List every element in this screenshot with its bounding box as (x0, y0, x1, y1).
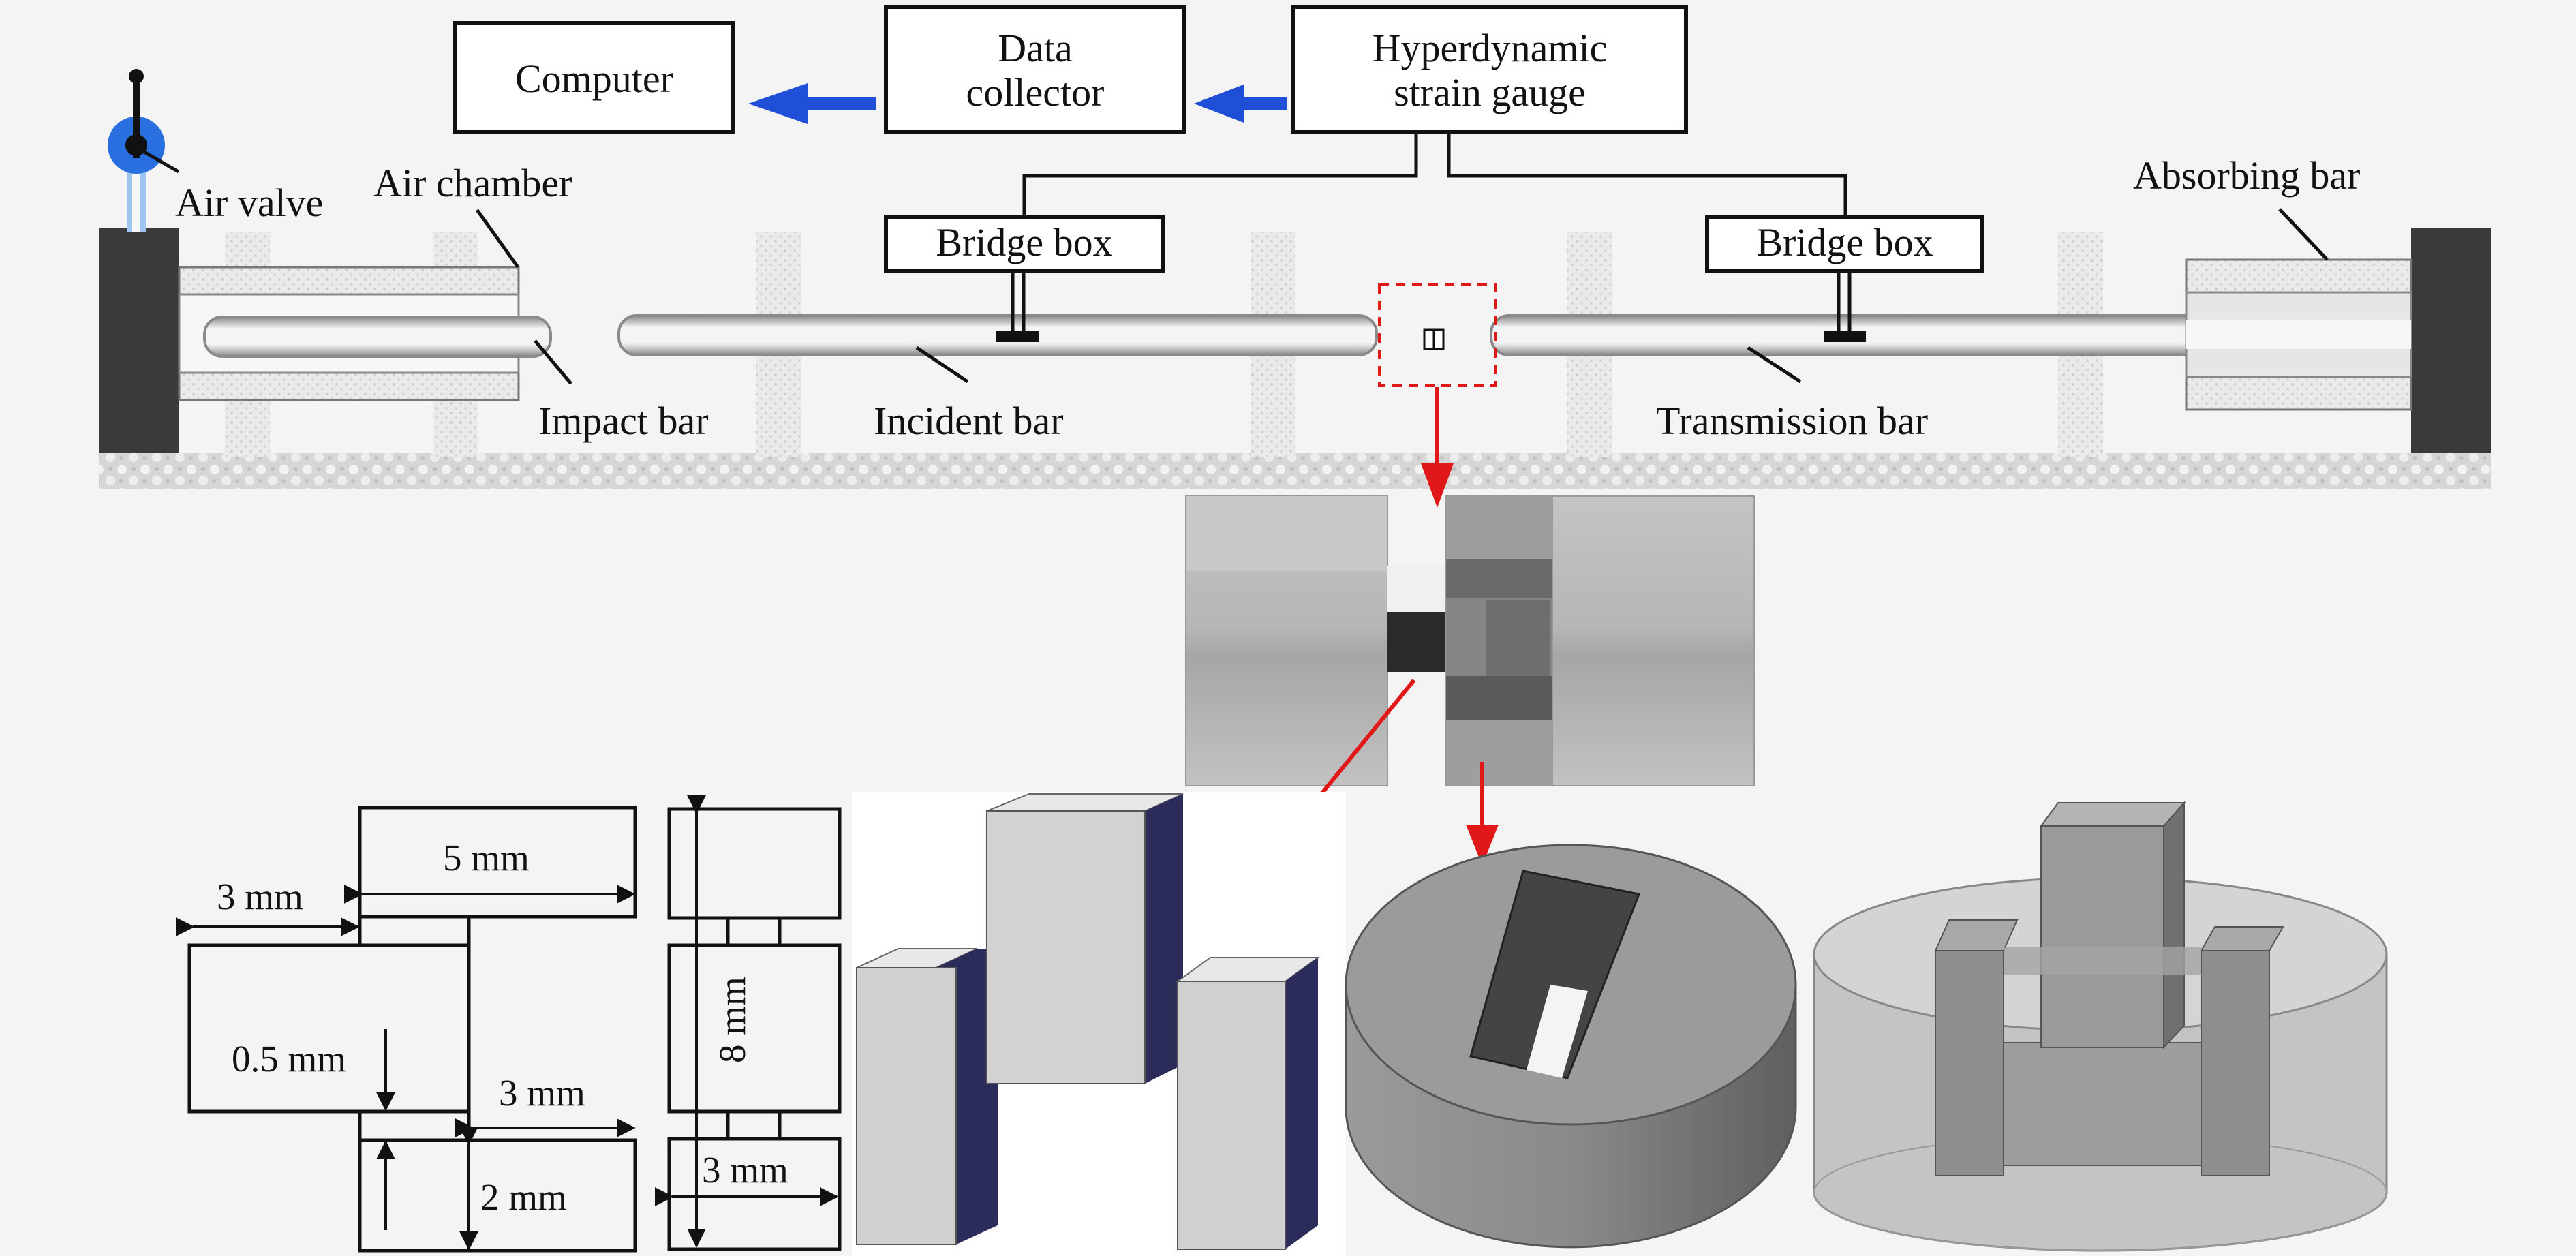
dim-3mm-top: 3 mm (217, 876, 303, 917)
specimen-highlight (1378, 283, 1497, 387)
impact-bar (203, 316, 552, 358)
specimen-drawing-side (667, 807, 842, 1251)
transmission-bar-label: Transmission bar (1656, 399, 1928, 443)
left-frame (99, 228, 179, 453)
absorbing-bar (2185, 258, 2412, 411)
data-collector-label-1: Data (998, 26, 1073, 70)
bridge-box-right: Bridge box (1705, 215, 1984, 342)
blue-arrow-icons (748, 83, 1287, 124)
incident-bar-label: Incident bar (874, 399, 1064, 443)
dim-0-5mm: 0.5 mm (232, 1038, 346, 1079)
strain-gauge-label-2: strain gauge (1394, 70, 1586, 114)
impact-bar-label: Impact bar (538, 399, 709, 443)
strain-gauge-box: Hyperdynamic strain gauge (1291, 5, 1688, 134)
data-collector-box: Data collector (884, 5, 1186, 134)
bridge-box-right-label: Bridge box (1756, 220, 1933, 264)
red-arrow-down-icon (1421, 387, 1454, 508)
strain-gauge-label-1: Hyperdynamic (1373, 26, 1608, 70)
assembly-3d (1813, 801, 2388, 1252)
specimen-3d-parts (852, 792, 1346, 1256)
dimension-lines-side (654, 795, 839, 1248)
dim-3mm-bottom: 3 mm (702, 1149, 788, 1191)
right-frame (2411, 228, 2491, 453)
data-collector-label-2: collector (966, 70, 1105, 114)
specimen-drawing-front (187, 806, 637, 1253)
dim-3mm-right: 3 mm (499, 1072, 585, 1114)
air-valve-label: Air valve (175, 181, 323, 225)
absorbing-bar-label: Absorbing bar (2133, 153, 2360, 198)
transmission-bar (1490, 314, 2276, 356)
computer-box: Computer (453, 21, 735, 134)
dim-2mm: 2 mm (480, 1176, 567, 1218)
base-rail (99, 453, 2491, 489)
dim-5mm: 5 mm (443, 837, 530, 878)
dim-8mm: 8 mm (711, 977, 753, 1063)
red-arrow-center-icon (1466, 762, 1499, 866)
gauge-wiring (1022, 132, 1847, 217)
cylinder-holder (1345, 844, 1797, 1249)
dimension-lines-front (175, 885, 636, 1251)
bridge-box-left-label: Bridge box (936, 220, 1112, 264)
computer-label: Computer (515, 57, 673, 101)
air-chamber-label: Air chamber (373, 161, 572, 205)
fixture-zoom (1185, 495, 1755, 786)
air-valve-icon (108, 69, 165, 232)
bridge-box-left: Bridge box (884, 215, 1165, 342)
